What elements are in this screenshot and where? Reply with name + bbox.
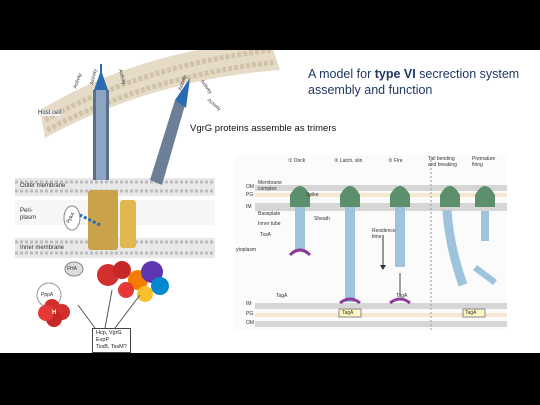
- taga-label: TagA: [276, 293, 288, 299]
- residence-time-label: Residence time: [372, 228, 396, 240]
- part-spike: Spike: [306, 192, 319, 198]
- premature-header: Premature firing: [472, 156, 496, 168]
- pointer-line-3: [114, 294, 141, 329]
- ppka-protein: [63, 205, 81, 231]
- secretion-needle-left: [93, 64, 109, 180]
- slide-title: A model for type VI secrection system as…: [308, 67, 520, 97]
- tag-box: [462, 308, 486, 318]
- part-sheath: Sheath: [314, 216, 330, 222]
- apparatus-bending: [440, 186, 468, 287]
- apparatus-dock: [288, 186, 312, 257]
- secretion-needle-right: [150, 78, 190, 185]
- pppa-label: PppA: [41, 292, 54, 298]
- layer-pg-top: PG: [246, 192, 254, 198]
- part-baseplate: Baseplate: [258, 211, 281, 217]
- apparatus-premature: [473, 186, 497, 285]
- host-cell-membrane: [40, 50, 280, 138]
- bending-header: Tail bending and breaking: [428, 156, 457, 168]
- pointer-line-2: [104, 289, 113, 329]
- step-dock-label: ① Dock: [288, 158, 306, 164]
- outer-membrane-label: Outer membrane: [20, 183, 66, 189]
- layer-im-bottom: IM: [246, 301, 252, 307]
- fha-label: FHA: [67, 266, 77, 272]
- slide: A model for type VI secrection system as…: [0, 50, 540, 353]
- apparatus-latch: [339, 186, 361, 305]
- step-latch-label: ② Latch, slin: [334, 158, 363, 164]
- h-label: H: [52, 310, 57, 316]
- trimer-caption: VgrG proteins assemble as trimers: [190, 123, 337, 134]
- cytoplasm-label: ytoplasm: [236, 247, 257, 253]
- step-fire-label: ③ Fire: [388, 158, 403, 164]
- part-inner-tube: Inner tube: [258, 221, 281, 227]
- tag-box: [338, 308, 362, 318]
- periplasm-label: Peri- plasm: [20, 208, 37, 221]
- taga-label: TagA: [396, 293, 408, 299]
- part-tssa: TssA: [260, 232, 271, 238]
- t6ss-illustration: [15, 50, 280, 329]
- export-arrow: [79, 213, 101, 227]
- taga-label: TagA: [465, 310, 477, 316]
- taga-label: TagA: [342, 310, 354, 316]
- apparatus-fire: [389, 186, 411, 305]
- basal-complex: [88, 190, 169, 302]
- host-cell-label: Host cell: [38, 110, 62, 116]
- inner-membrane-label: Inner membrane: [20, 245, 65, 251]
- layer-im-top: IM: [246, 204, 252, 210]
- h-complex: [38, 299, 70, 327]
- layer-pg-bottom: PG: [246, 311, 254, 317]
- legend-box: Hcp, VgrG EvpP TssB, TssM?: [92, 328, 131, 353]
- part-membrane-complex: Membrane complex: [258, 180, 282, 192]
- layer-om-bottom: OM: [246, 320, 255, 326]
- assembly-model-diagram: [235, 155, 507, 330]
- fha-protein: [64, 261, 84, 277]
- pointer-line-1: [77, 304, 96, 329]
- layer-om-top: OM: [246, 184, 255, 190]
